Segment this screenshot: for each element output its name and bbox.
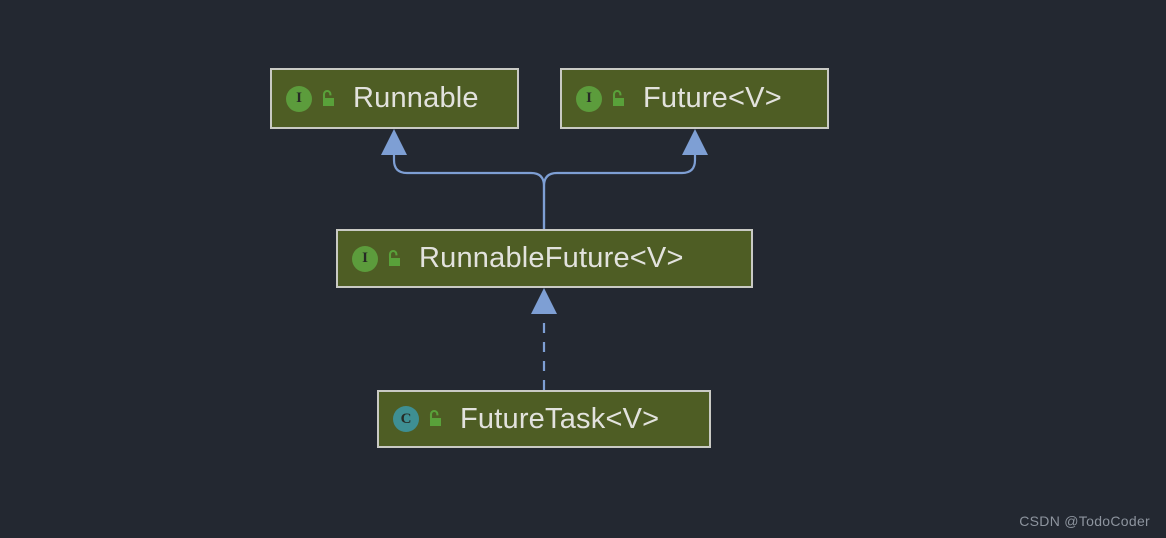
edge-runnablefuture-to-runnable [392,152,546,229]
uml-node-runnable[interactable]: I Runnable [270,68,519,129]
uml-node-label: Future<V> [643,82,782,114]
open-lock-icon [388,249,400,266]
node-icon-group: I [352,245,403,272]
node-icon-group: I [286,85,337,112]
arrowhead-runnablefuture [531,288,557,314]
uml-node-label: RunnableFuture<V> [419,242,684,274]
uml-node-futuretask[interactable]: C FutureTask<V> [377,390,711,448]
interface-icon: I [286,85,312,112]
edge-runnablefuture-to-future [542,152,697,229]
open-lock-icon [322,89,334,106]
class-icon: C [393,406,419,432]
open-lock-icon [429,410,441,426]
node-icon-group: I [576,85,627,112]
uml-node-label: Runnable [353,82,479,114]
watermark: CSDN @TodoCoder [1019,513,1150,529]
open-lock-icon [612,89,624,106]
interface-icon: I [576,85,602,112]
arrowhead-runnable [381,129,407,155]
uml-node-future[interactable]: I Future<V> [560,68,829,129]
uml-node-label: FutureTask<V> [460,402,660,435]
uml-node-runnablefuture[interactable]: I RunnableFuture<V> [336,229,753,288]
node-icon-group: C [393,406,444,432]
arrowhead-future [682,129,708,155]
interface-icon: I [352,245,378,272]
